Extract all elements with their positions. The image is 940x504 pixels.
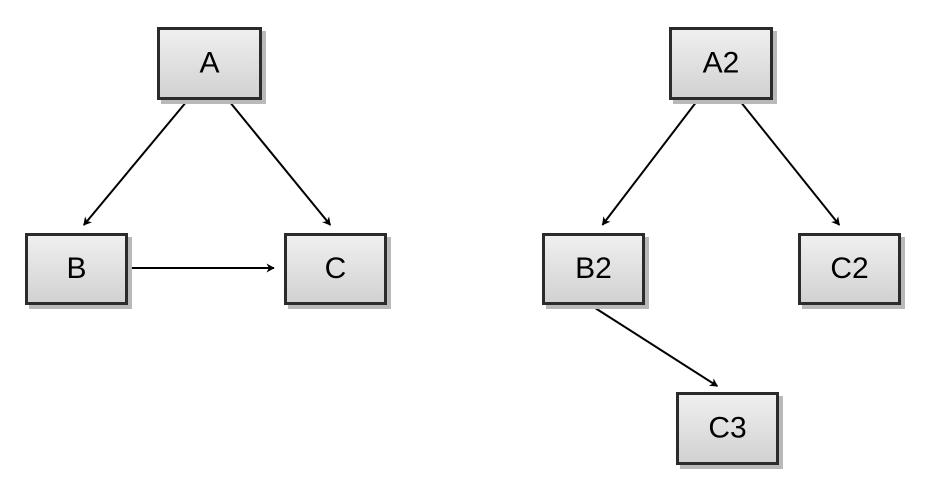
node-label-a: A [199,46,219,79]
node-box[interactable] [669,27,773,100]
node-label-c2: C2 [830,252,868,285]
edge-a-c[interactable] [228,100,332,226]
node-label-c3: C3 [708,411,746,444]
edge-a2-b2[interactable] [601,100,698,226]
node-c2[interactable]: C2 [798,233,906,310]
node-box[interactable] [25,233,128,305]
node-box[interactable] [676,392,779,465]
edge-a2-c2[interactable] [739,100,841,226]
node-b2[interactable]: B2 [542,233,650,310]
node-box[interactable] [284,233,387,305]
node-b[interactable]: B [25,233,133,310]
left-graph-edges [82,100,332,273]
left-graph-nodes: A B C [25,27,392,310]
edge-b2-c3[interactable] [591,305,719,387]
node-c[interactable]: C [284,233,392,310]
node-box[interactable] [157,27,262,100]
edges-layer [82,100,841,387]
node-box[interactable] [798,233,901,305]
node-label-b: B [66,252,86,285]
node-box[interactable] [542,233,645,305]
edge-a-b[interactable] [82,100,188,226]
node-a2[interactable]: A2 [669,27,778,105]
node-a[interactable]: A [157,27,267,105]
node-c3[interactable]: C3 [676,392,784,470]
node-label-a2: A2 [703,46,740,79]
node-label-b2: B2 [575,252,612,285]
right-graph-edges [591,100,841,387]
node-label-c: C [325,252,347,285]
